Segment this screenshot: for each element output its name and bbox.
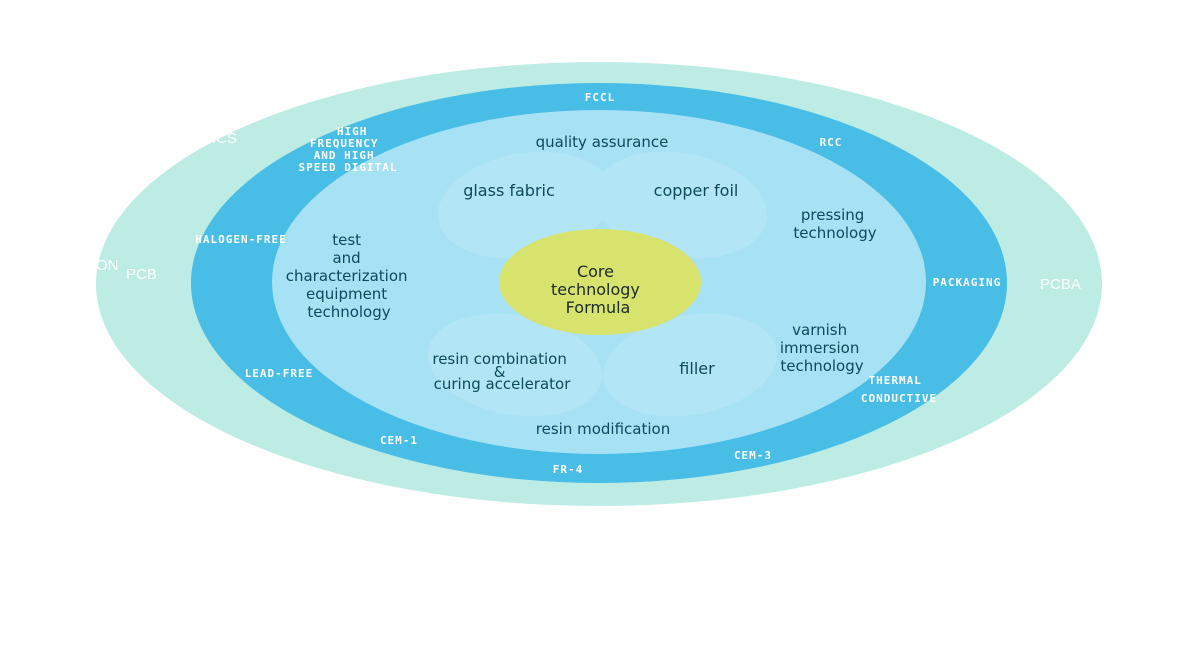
resin-combination-line-1: resin combination [432, 350, 566, 368]
glass-fabric-label: glass fabric [463, 181, 555, 200]
resin-combination-label: resin combination & curing accelerator [432, 350, 571, 393]
core-technology-label: Core technology Formula [551, 262, 645, 317]
core-ellipse [499, 229, 701, 335]
thermal-line-1: THERMAL [869, 374, 922, 387]
thermal-line-2: CONDUCTIVE [861, 392, 937, 405]
core-line-1: Core [577, 262, 614, 281]
test-line-5: technology [307, 303, 390, 321]
varnish-line-2: immersion [780, 339, 859, 357]
test-line-4: equipment [306, 285, 387, 303]
clipped-upper-left-label: ICS [212, 130, 237, 147]
pcba-label: PCBA [1040, 276, 1081, 293]
halogen-free-label: HALOGEN-FREE [195, 233, 286, 246]
packaging-label: PACKAGING [933, 276, 1002, 289]
petal-upper-right [592, 151, 768, 259]
rcc-label: RCC [820, 136, 843, 149]
petal-lower-left [427, 313, 603, 417]
high-frequency-line-2: FREQUENCY [310, 137, 379, 150]
clipped-left-label: ON [96, 257, 119, 274]
fr4-label: FR-4 [553, 463, 584, 476]
core-line-3: Formula [566, 298, 631, 317]
test-line-3: characterization [286, 267, 408, 285]
pressing-line-2: technology [793, 224, 876, 242]
resin-combination-line-2: & [494, 363, 506, 381]
copper-foil-label: copper foil [654, 181, 739, 200]
test-characterization-label: test and characterization equipment tech… [286, 231, 413, 321]
varnish-line-3: technology [780, 357, 863, 375]
fccl-label: FCCL [585, 91, 616, 104]
resin-combination-line-3: curing accelerator [434, 375, 572, 393]
cem3-label: CEM-3 [734, 449, 772, 462]
pressing-line-1: pressing [801, 206, 864, 224]
varnish-line-1: varnish [792, 321, 847, 339]
quality-assurance-label: quality assurance [536, 133, 669, 151]
thermal-conductive-label: THERMAL CONDUCTIVE [861, 374, 937, 405]
high-frequency-line-4: SPEED DIGITAL [298, 161, 397, 174]
high-frequency-label: HIGH FREQUENCY AND HIGH SPEED DIGITAL [298, 125, 397, 174]
core-line-2: technology [551, 280, 640, 299]
test-line-1: test [332, 231, 361, 249]
pressing-technology-label: pressing technology [793, 206, 876, 242]
petal-lower-right [602, 313, 778, 417]
varnish-immersion-label: varnish immersion technology [780, 321, 864, 375]
test-line-2: and [332, 249, 360, 267]
lead-free-label: LEAD-FREE [245, 367, 314, 380]
high-frequency-line-1: HIGH [337, 125, 368, 138]
pcb-label: PCB [126, 266, 157, 283]
high-frequency-line-3: AND HIGH [314, 149, 375, 162]
cem1-label: CEM-1 [380, 434, 418, 447]
resin-modification-label: resin modification [536, 420, 670, 438]
filler-label: filler [679, 359, 715, 378]
